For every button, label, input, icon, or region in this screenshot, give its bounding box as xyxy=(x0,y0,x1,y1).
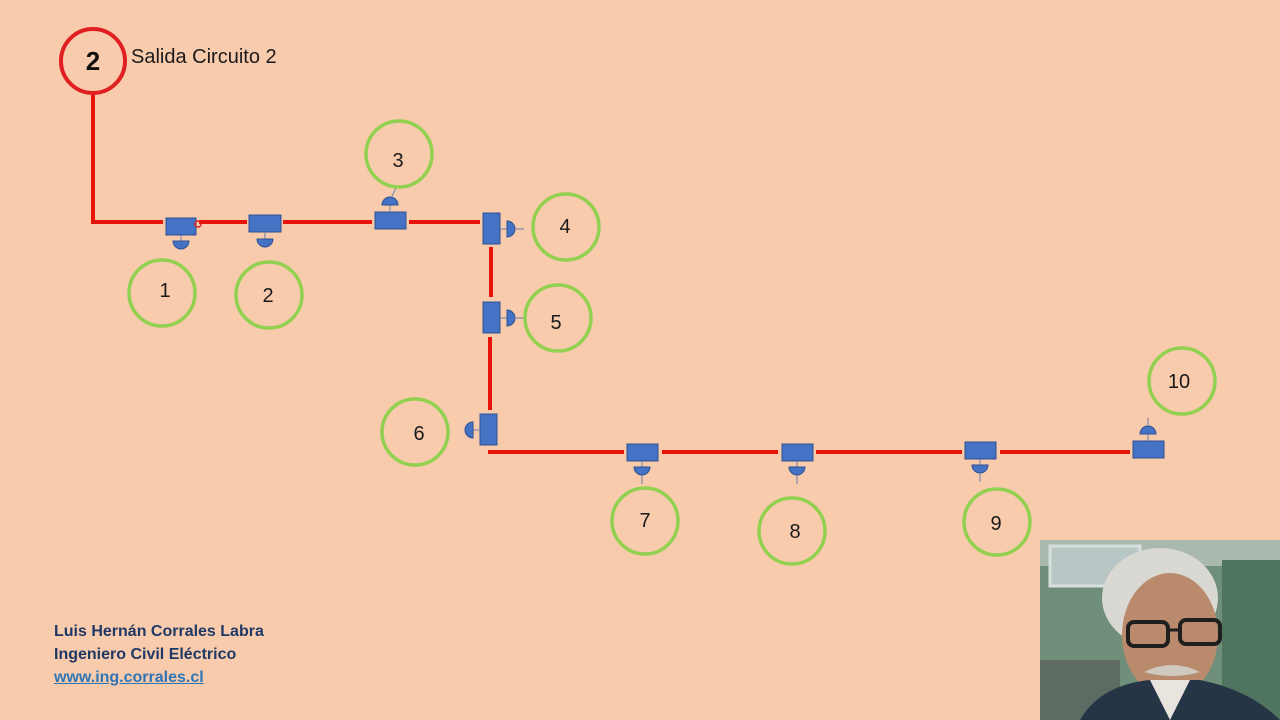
outlet-label-ring-3 xyxy=(364,119,434,189)
outlet-labels xyxy=(127,119,1217,566)
outlet-label-ring-10 xyxy=(1147,346,1217,416)
circuit-number: 2 xyxy=(86,46,100,76)
outlet-symbol-6 xyxy=(464,413,498,446)
author-name: Luis Hernán Corrales Labra xyxy=(54,623,264,640)
outlet-number-4: 4 xyxy=(559,216,570,238)
outlet-label-ring-4 xyxy=(531,192,601,262)
author-website-link[interactable]: www.ing.corrales.cl xyxy=(54,669,204,686)
presenter-webcam xyxy=(1040,540,1280,720)
cursor-dot xyxy=(194,220,202,228)
circuit-marker-ring xyxy=(59,27,127,95)
outlet-label-ring-7 xyxy=(610,486,680,556)
outlet-symbol-7 xyxy=(626,443,659,484)
outlet-numbers: 1 2 3 4 5 6 7 8 9 10 xyxy=(159,150,1190,543)
outlet-symbol-9 xyxy=(964,441,997,482)
outlet-number-8: 8 xyxy=(789,521,800,543)
outlet-label-ring-2 xyxy=(234,260,304,330)
outlet-symbol-10 xyxy=(1132,418,1165,459)
outlet-symbol-1 xyxy=(165,217,197,250)
circuit-marker: 2 xyxy=(59,27,127,95)
outlet-label-ring-1 xyxy=(127,258,197,328)
author-credits: Luis Hernán Corrales Labra Ingeniero Civ… xyxy=(54,620,264,689)
outlet-number-5: 5 xyxy=(550,312,561,334)
presenter-video-frame xyxy=(1040,540,1280,720)
circuit-wiring xyxy=(91,95,1130,454)
wire-from-circuit xyxy=(91,95,163,224)
outlet-number-10: 10 xyxy=(1168,371,1190,393)
outlet-symbol-4 xyxy=(482,212,524,245)
outlet-number-3: 3 xyxy=(392,150,403,172)
outlet-number-1: 1 xyxy=(159,280,170,302)
outlet-number-7: 7 xyxy=(639,510,650,532)
outlet-label-ring-6 xyxy=(380,397,450,467)
outlet-label-ring-9 xyxy=(962,487,1032,557)
outlet-symbol-2 xyxy=(248,214,282,248)
outlet-label-ring-5 xyxy=(523,283,593,353)
circuit-title: Salida Circuito 2 xyxy=(131,46,277,68)
outlet-symbol-8 xyxy=(781,443,814,484)
outlet-symbol-5 xyxy=(482,301,524,334)
outlet-number-9: 9 xyxy=(990,513,1001,535)
author-profession: Ingeniero Civil Eléctrico xyxy=(54,646,237,663)
outlet-number-6: 6 xyxy=(413,423,424,445)
outlet-symbol-3 xyxy=(374,185,407,230)
outlet-label-ring-8 xyxy=(757,496,827,566)
outlet-number-2: 2 xyxy=(262,285,273,307)
